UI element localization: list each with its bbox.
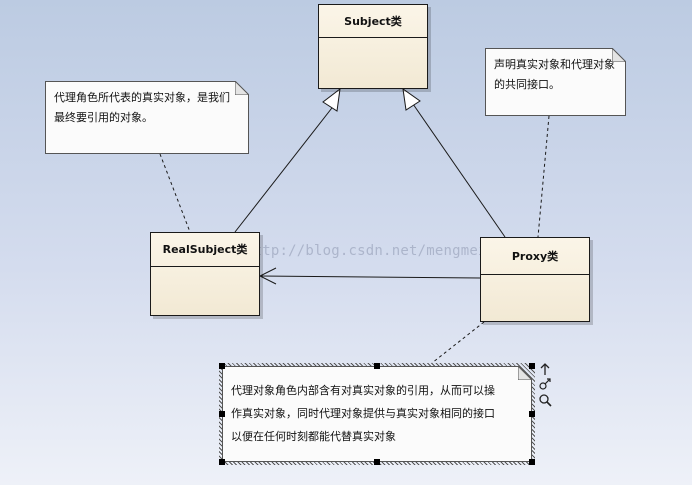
resize-handle-bottom-left[interactable] <box>219 459 225 465</box>
subject-class-name: Subject类 <box>319 5 427 38</box>
zoom-icon[interactable] <box>538 393 552 407</box>
watermark: http://blog.csdn.net/mengmei16 <box>245 243 504 259</box>
proxy-generalization-arrowhead <box>402 87 421 111</box>
proxy-note-anchor <box>431 321 485 364</box>
realsubject-class-name: RealSubject类 <box>151 233 259 267</box>
realsubject-class[interactable]: RealSubject类 <box>150 232 260 316</box>
subject-note[interactable]: 声明真实对象和代理对象 的共同接口。 <box>485 48 626 116</box>
subject-note-fold <box>612 48 626 62</box>
realsubject-note-fold <box>235 81 249 95</box>
proxy-note[interactable]: 代理对象角色内部含有对真实对象的引用，从而可以操 作真实对象，同时代理对象提供与… <box>222 366 532 462</box>
realsubject-note-anchor <box>159 153 191 233</box>
proxy-class-name: Proxy类 <box>481 238 589 275</box>
resize-handle-top-middle[interactable] <box>374 363 380 369</box>
resize-handle-bottom-right[interactable] <box>529 459 535 465</box>
realsubject-note-line-2: 最终要引用的对象。 <box>54 111 153 124</box>
proxy-note-line-3: 以便在任何时刻都能代替真实对象 <box>231 430 396 443</box>
move-arrow-icon[interactable] <box>538 362 552 376</box>
subject-note-line-2: 的共同接口。 <box>494 78 560 91</box>
resize-handle-top-right[interactable] <box>529 363 535 369</box>
resize-handle-bottom-middle[interactable] <box>374 459 380 465</box>
realsubject-generalization-line[interactable] <box>234 103 336 233</box>
realsubject-generalization-arrowhead <box>322 87 341 112</box>
proxy-association-line[interactable] <box>259 275 481 279</box>
subject-class[interactable]: Subject类 <box>318 4 428 89</box>
realsubject-note[interactable]: 代理角色所代表的真实对象，是我们 最终要引用的对象。 <box>45 81 249 154</box>
proxy-note-line-1: 代理对象角色内部含有对真实对象的引用，从而可以操 <box>231 384 495 397</box>
proxy-generalization-line[interactable] <box>412 103 506 238</box>
realsubject-note-line-1: 代理角色所代表的真实对象，是我们 <box>54 91 230 104</box>
proxy-note-fold <box>518 366 532 380</box>
resize-handle-top-left[interactable] <box>219 363 225 369</box>
proxy-note-line-2: 作真实对象，同时代理对象提供与真实对象相同的接口 <box>231 407 495 420</box>
resize-handle-middle-right[interactable] <box>529 411 535 417</box>
subject-note-line-1: 声明真实对象和代理对象 <box>494 58 615 71</box>
link-icon[interactable] <box>538 377 552 391</box>
proxy-association-arrowhead <box>258 267 277 285</box>
proxy-class[interactable]: Proxy类 <box>480 237 590 322</box>
subject-note-anchor <box>537 115 550 238</box>
resize-handle-middle-left[interactable] <box>219 411 225 417</box>
